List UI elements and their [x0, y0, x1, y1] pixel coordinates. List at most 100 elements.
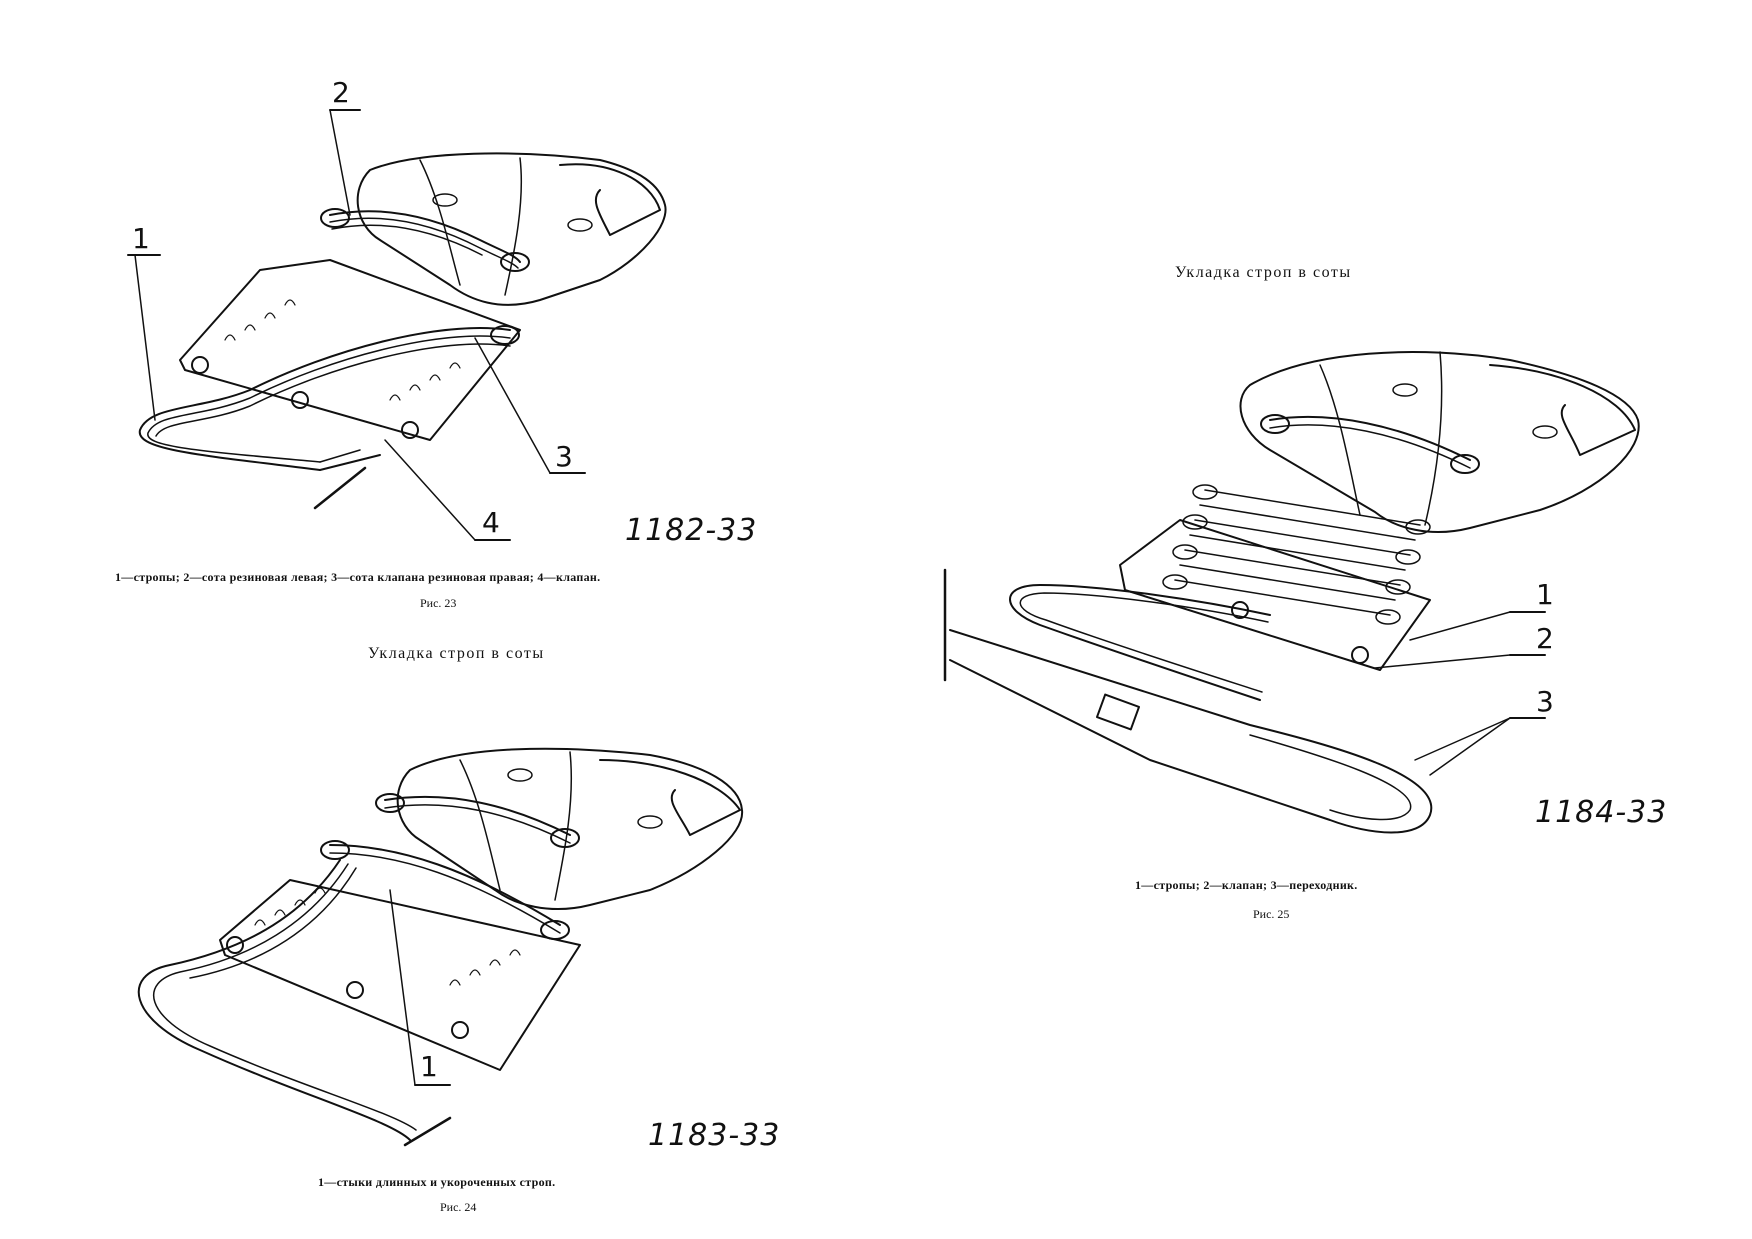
leader-line — [1414, 717, 1511, 761]
callout-3-fig25: 3 — [1536, 685, 1554, 718]
caption-fig23: 1—стропы; 2—сота резиновая левая; 3—сота… — [115, 570, 601, 584]
pack-fold — [554, 751, 573, 901]
line-bundle — [384, 795, 571, 836]
pocket — [507, 768, 533, 782]
drawing-number-fig24: 1183-33 — [648, 1118, 781, 1153]
pack-body-3 — [1239, 351, 1640, 534]
fig-label-25: Рис. 25 — [1253, 907, 1290, 921]
callout-4-fig23: 4 — [482, 506, 500, 539]
honeycomb-loop — [1260, 414, 1290, 434]
valve-flap-3 — [1119, 519, 1431, 671]
callout-2-fig25: 2 — [1536, 622, 1554, 655]
leader-line — [1409, 611, 1511, 641]
pack-body-2 — [396, 747, 744, 911]
fig-label-23: Рис. 23 — [420, 596, 457, 610]
section-title-fig24: Укладка строп в соты — [368, 645, 545, 662]
grommet — [191, 356, 209, 374]
pack-fold — [1424, 351, 1443, 526]
line-bundle — [137, 859, 411, 1141]
line-bundle — [384, 804, 571, 844]
pack-flap — [559, 163, 661, 236]
line-bundle — [329, 852, 561, 934]
adapter-strap — [1249, 734, 1412, 821]
callout-3-fig23: 3 — [555, 440, 573, 473]
valve-loops — [224, 299, 296, 341]
line-bundle — [155, 343, 511, 437]
leader-line — [1374, 654, 1511, 669]
honeycomb-loop — [320, 208, 350, 228]
honeycomb-loop — [1172, 544, 1198, 560]
caption-fig24: 1—стыки длинных и укороченных строп. — [318, 1175, 556, 1189]
valve-flap — [179, 259, 521, 441]
fig-label-24: Рис. 24 — [440, 1200, 477, 1214]
pack-fold — [1319, 364, 1361, 516]
callout-2-fig23: 2 — [332, 76, 350, 109]
line-bundle — [1269, 424, 1471, 469]
grommet — [226, 936, 244, 954]
pack-body — [356, 152, 667, 306]
callout-1-fig23: 1 — [132, 222, 150, 255]
leader-line — [389, 889, 416, 1086]
line-bundle — [189, 867, 357, 979]
pack-fold — [504, 157, 523, 296]
buckle — [1095, 693, 1141, 731]
honeycomb-loop — [1450, 454, 1480, 474]
grommet — [451, 1021, 469, 1039]
valve-loops — [449, 949, 521, 986]
line-bundle — [147, 335, 511, 463]
line-bundle — [1009, 584, 1271, 701]
valve-loops — [254, 887, 326, 926]
pocket — [567, 218, 593, 232]
line-bundle — [153, 863, 417, 1131]
grommet — [1351, 646, 1369, 664]
adapter-strap — [949, 629, 1433, 834]
valve-loops — [389, 362, 461, 401]
honeycomb-loop — [1162, 574, 1188, 590]
drawing-number-fig23: 1182-33 — [625, 513, 758, 548]
lines-tail — [319, 449, 361, 463]
leader-line — [329, 109, 351, 216]
honeycomb-loop — [1375, 609, 1401, 625]
honeycomb-loop — [550, 828, 580, 848]
pack-fold — [459, 759, 501, 891]
line-bundle — [329, 844, 561, 926]
honeycomb-loop — [1385, 579, 1411, 595]
honeycomb-loop — [375, 793, 405, 813]
grommet — [401, 421, 419, 439]
pack-flap — [599, 759, 741, 836]
pocket — [637, 815, 663, 829]
line-bundle — [138, 327, 511, 471]
honeycomb-loop — [1192, 484, 1218, 500]
lines-tail — [313, 466, 367, 510]
honeycomb-loop — [1395, 549, 1421, 565]
grommet — [291, 391, 309, 409]
honeycomb-loop — [500, 252, 530, 272]
pack-flap — [1489, 364, 1636, 456]
honeycomb-loop — [320, 840, 350, 860]
leader-line — [384, 439, 476, 541]
pocket — [1392, 383, 1418, 397]
grommet — [346, 981, 364, 999]
pocket — [1532, 425, 1558, 439]
callout-1-fig24: 1 — [420, 1050, 438, 1083]
line-bundle — [1019, 592, 1269, 693]
leader-line — [134, 254, 156, 421]
section-title-fig25: Укладка строп в соты — [1175, 264, 1352, 281]
honeycomb-loop — [490, 325, 520, 345]
caption-fig25: 1—стропы; 2—клапан; 3—переходник. — [1135, 878, 1358, 892]
stowed-lines — [1174, 489, 1421, 616]
drawing-number-fig25: 1184-33 — [1535, 795, 1668, 830]
line-bundle — [329, 217, 519, 269]
lines-tail — [403, 1116, 452, 1147]
line-bundle — [331, 224, 483, 256]
callout-1-fig25: 1 — [1536, 578, 1554, 611]
valve-flap-2 — [219, 879, 581, 1071]
leader-line — [1429, 717, 1511, 776]
leader-line — [474, 337, 551, 474]
honeycomb-loop — [1405, 519, 1431, 535]
line-bundle — [1269, 415, 1471, 461]
pocket — [432, 193, 458, 207]
lines-tail — [319, 454, 381, 471]
